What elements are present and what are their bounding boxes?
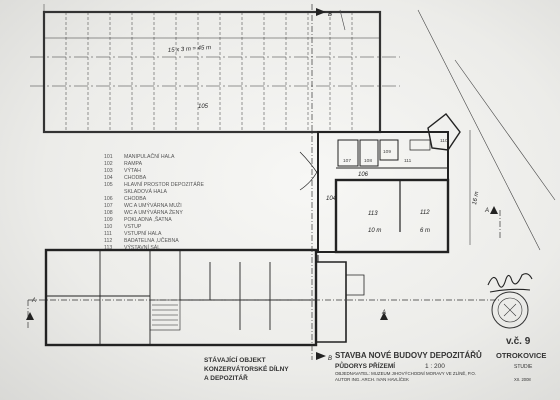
client-label: OBJEDNAVATEL: MUZEUM JIHOVÝCHODNÍ MORAVY… [335, 371, 476, 376]
legend-name: SKLADOVÁ HALA [124, 188, 167, 195]
room-106-label: 106 [358, 172, 369, 178]
legend-num: 107 [104, 203, 113, 209]
section-arrows [26, 8, 498, 360]
legend-name: POKLADNA ,ŠATNA [124, 216, 172, 223]
legend-name: VÝTAH [124, 167, 141, 174]
dim-right-label: 16 m [472, 191, 480, 205]
legend-name: VSTUPNÍ HALA [124, 230, 162, 237]
legend-num: 113 [104, 245, 112, 251]
hall-dimension-label: 15 x 3 m = 45 m [168, 45, 212, 54]
legend-name: HLAVNÍ PROSTOR DEPOZITÁŘE [124, 180, 204, 188]
room-104-label: 104 [326, 196, 337, 202]
room-109-label: 109 [383, 149, 391, 155]
room-108-label: 108 [364, 158, 372, 164]
project-title: STAVBA NOVÉ BUDOVY DEPOZITÁŘŮ [335, 350, 482, 360]
room-107-label: 107 [343, 158, 351, 164]
legend-num: 101 [104, 154, 113, 160]
legend-num: 103 [104, 168, 113, 174]
room-legend: 101 MANIPULAČNÍ HALA 102 RAMPA 103 VÝTAH… [104, 153, 204, 251]
legend-name: RAMPA [124, 161, 143, 167]
room-113-label: 113 [368, 211, 378, 217]
new-building [299, 131, 450, 262]
legend-name: WC A UMÝVÁRNA MUŽI [124, 201, 182, 209]
legend-num: 104 [104, 175, 113, 181]
dimension-lines [339, 9, 556, 251]
architect-signature [487, 273, 533, 293]
legend-name: WC A UMÝVÁRNA ŽENY [124, 208, 183, 216]
architect-stamp [491, 291, 529, 329]
section-b-bottom: B [328, 356, 332, 362]
section-a-left: A [31, 298, 36, 304]
room-105-label: 105 [198, 104, 209, 110]
legend-num: 108 [104, 210, 113, 216]
existing-note-line1: STÁVAJÍCÍ OBJEKT [204, 355, 266, 364]
legend-num: 105 [104, 182, 113, 188]
legend-name: VÝSTAVNÍ SÁL [124, 244, 160, 251]
entrance-tower [427, 113, 461, 151]
legend-name: BADATELNA ,UČEBNA [124, 237, 179, 244]
legend-name: CHODBA [124, 175, 147, 181]
legend-name: CHODBA [124, 196, 147, 202]
section-a-right: A [484, 208, 489, 214]
section-lines [27, 4, 501, 360]
legend-name: MANIPULAČNÍ HALA [124, 153, 175, 160]
existing-note-line3: A DEPOZITÁŘ [204, 373, 248, 382]
legend-num: 102 [104, 161, 113, 167]
date-label: XII. 2008 [514, 377, 531, 382]
sheet-number: v.č. 9 [506, 336, 531, 347]
existing-building [44, 248, 365, 347]
existing-note-line2: KONZERVÁTORSKÉ DÍLNY [204, 364, 289, 373]
title-block: STAVBA NOVÉ BUDOVY DEPOZITÁŘŮ PŮDORYS PŘ… [335, 336, 546, 382]
room-111-label: 111 [404, 158, 412, 164]
legend-num: 109 [104, 217, 113, 223]
drawing-subtitle: PŮDORYS PŘÍZEMÍ [335, 360, 395, 370]
legend-num: 111 [104, 231, 112, 237]
scale-label: 1 : 200 [425, 363, 445, 370]
legend-name: VSTUP [124, 224, 142, 230]
storage-hall [30, 4, 400, 134]
legend-num: 106 [104, 196, 113, 202]
author-label: AUTOR ING. ARCH. IVAN HAVLÍČEK [335, 377, 409, 382]
room-112-label: 112 [420, 210, 430, 216]
dim-room113-label: 10 m [368, 228, 381, 234]
section-b-top: B [328, 12, 332, 18]
dim-room112-label: 6 m [420, 228, 430, 234]
legend-num: 112 [104, 238, 112, 244]
stage-label: STUDIE [514, 364, 533, 370]
place-label: OTROKOVICE [496, 351, 546, 360]
section-a-mid: A [381, 310, 386, 316]
room-110-label: 110 [440, 138, 448, 144]
legend-num: 110 [104, 224, 112, 230]
